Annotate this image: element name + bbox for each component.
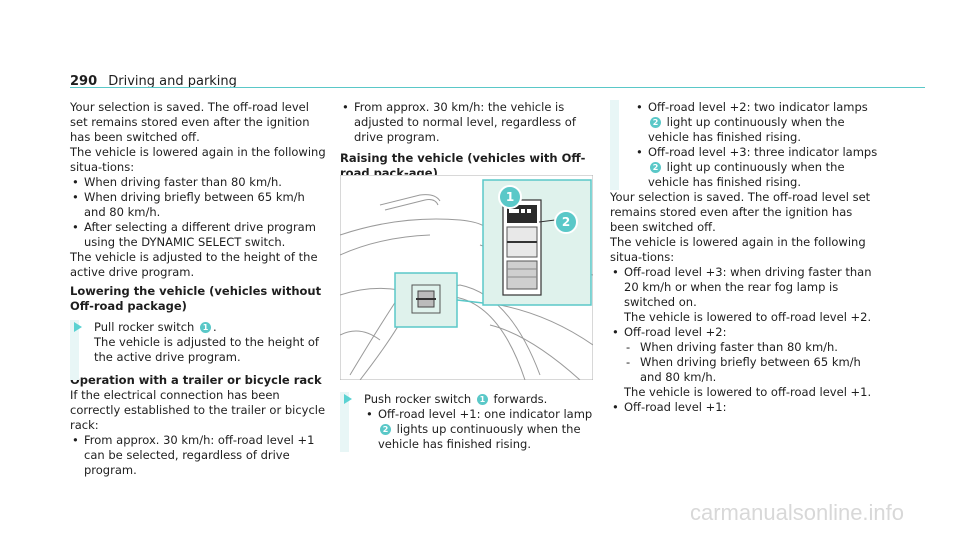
callout-1-icon: 1 [476,394,488,405]
list-item: Off-road level +1: [610,400,880,415]
callout-2-icon: 2 [650,162,661,173]
sub-list-item: When driving briefly between 65 km/h and… [624,355,880,385]
illustration-callout-1: 1 [498,185,522,209]
paragraph: Your selection is saved. The off-road le… [70,100,310,144]
list-item: Off-road level +3: when driving faster t… [610,265,880,310]
column-3: Off-road level +2: two indicator lamps 2… [610,100,880,415]
list-item: Off-road level +1: one indicator lamp 2 … [364,407,598,452]
column-2: From approx. 30 km/h: the vehicle is adj… [340,100,598,181]
watermark: carmanualsonline.info [690,500,905,525]
list-item: When driving faster than 80 km/h. [70,175,326,190]
step-text: Push rocker switch [364,392,472,406]
header-divider [70,87,925,88]
paragraph: The vehicle is lowered again in the foll… [610,235,866,264]
callout-2-icon: 2 [650,117,661,128]
step-highlight-bar [70,320,79,380]
page-number: 290 [70,74,98,89]
instruction-step: Pull rocker switch 1. The vehicle is adj… [70,320,326,380]
sub-list-item: When driving faster than 80 km/h. [624,340,880,355]
paragraph: The vehicle is lowered again in the foll… [70,145,326,174]
paragraph: If the electrical connection has been co… [70,388,326,432]
indicator-list: Off-road level +2: two indicator lamps 2… [610,100,880,190]
list-item: Off-road level +3: three indicator lamps… [634,145,880,190]
list-item-detail: The vehicle is lowered to off-road level… [624,385,872,399]
list-item: When driving briefly between 65 km/h and… [70,190,326,220]
list-item: Off-road level +2: two indicator lamps 2… [634,100,880,145]
section-heading: Operation with a trailer or bicycle rack [70,373,322,387]
list-item: From approx. 30 km/h: off-road level +1 … [70,433,326,478]
section-title: Driving and parking [108,74,237,89]
column-1: Your selection is saved. The off-road le… [70,100,326,478]
step-highlight-bar [340,392,349,452]
paragraph: Your selection is saved. The off-road le… [610,190,871,234]
step-highlight-bar [610,100,619,190]
rocker-switch-illustration: 1 2 [339,174,594,381]
section-heading: Lowering the vehicle (vehicles without O… [70,284,322,313]
step-arrow-icon [344,394,352,404]
step-arrow-icon [74,322,82,332]
column-2-step: Push rocker switch 1 forwards. Off-road … [340,392,598,452]
illustration-callout-2: 2 [554,210,578,234]
step-text: Pull rocker switch [94,320,195,334]
list-item: Off-road level +2: [610,325,880,340]
console-diagram [339,174,594,381]
list-item-detail: The vehicle is lowered to off-road level… [624,310,872,324]
page-header: 290 Driving and parking [70,70,237,89]
callout-1-icon: 1 [199,322,211,333]
step-result: The vehicle is adjusted to the height of… [94,335,319,364]
list-item: From approx. 30 km/h: the vehicle is adj… [340,100,598,145]
list-item: After selecting a different drive progra… [70,220,326,250]
paragraph: The vehicle is adjusted to the height of… [70,250,318,279]
callout-2-icon: 2 [380,424,391,435]
